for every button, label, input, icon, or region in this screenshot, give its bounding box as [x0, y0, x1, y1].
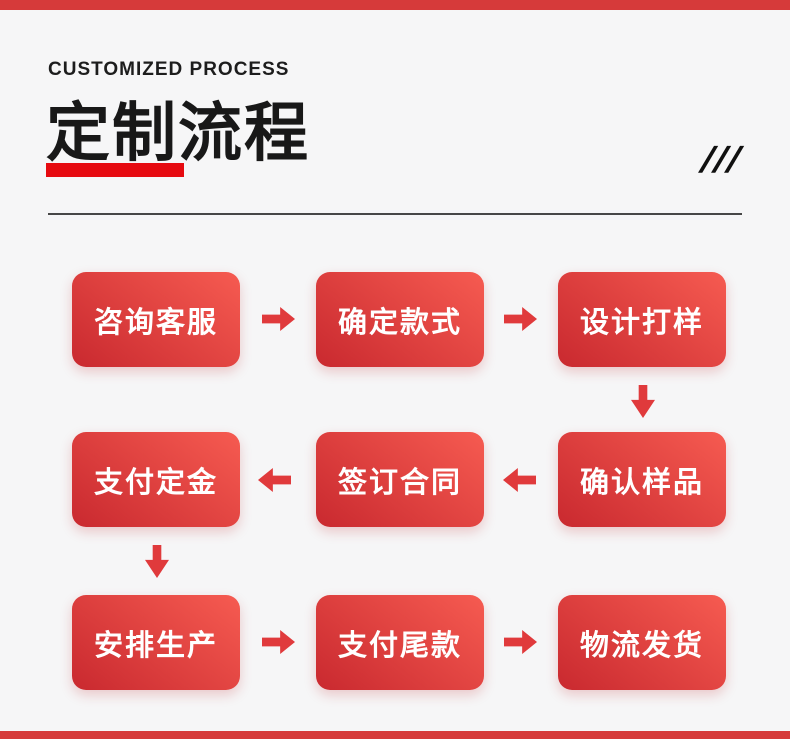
- flow-step-confirm-style: 确定款式: [316, 272, 484, 367]
- flow-step-arrange-production: 安排生产: [72, 595, 240, 690]
- flow-step-label: 确认样品: [579, 466, 704, 499]
- eyebrow-text: CUSTOMIZED PROCESS: [48, 59, 290, 80]
- header-divider: [48, 213, 742, 215]
- flow-step-label: 安排生产: [93, 629, 218, 662]
- flow-step-label: 支付定金: [93, 466, 218, 499]
- flow-step-sign-contract: 签订合同: [316, 432, 484, 527]
- flow-step-label: 支付尾款: [337, 629, 462, 662]
- flow-step-design-proof: 设计打样: [558, 272, 726, 367]
- flow-step-pay-deposit: 支付定金: [72, 432, 240, 527]
- arrow-right-icon: [262, 630, 295, 654]
- page-title: 定制流程: [46, 97, 310, 169]
- arrow-right-icon: [504, 630, 537, 654]
- flow-step-label: 咨询客服: [93, 306, 218, 339]
- top-red-edge-bar: [0, 0, 790, 10]
- flow-step-label: 设计打样: [579, 306, 704, 339]
- arrow-left-icon: [503, 468, 536, 492]
- flow-step-pay-balance: 支付尾款: [316, 595, 484, 690]
- flow-step-consult: 咨询客服: [72, 272, 240, 367]
- arrow-down-icon: [631, 385, 655, 418]
- title-red-underline: [46, 163, 184, 177]
- flow-step-confirm-sample: 确认样品: [558, 432, 726, 527]
- flow-step-label: 物流发货: [579, 629, 704, 662]
- arrow-left-icon: [258, 468, 291, 492]
- arrow-right-icon: [262, 307, 295, 331]
- arrow-down-icon: [145, 545, 169, 578]
- triple-slash-icon: ///: [697, 139, 746, 180]
- flow-step-label: 签订合同: [337, 466, 462, 499]
- arrow-right-icon: [504, 307, 537, 331]
- bottom-red-edge-bar: [0, 731, 790, 739]
- flow-step-label: 确定款式: [337, 306, 462, 339]
- flow-step-logistics-delivery: 物流发货: [558, 595, 726, 690]
